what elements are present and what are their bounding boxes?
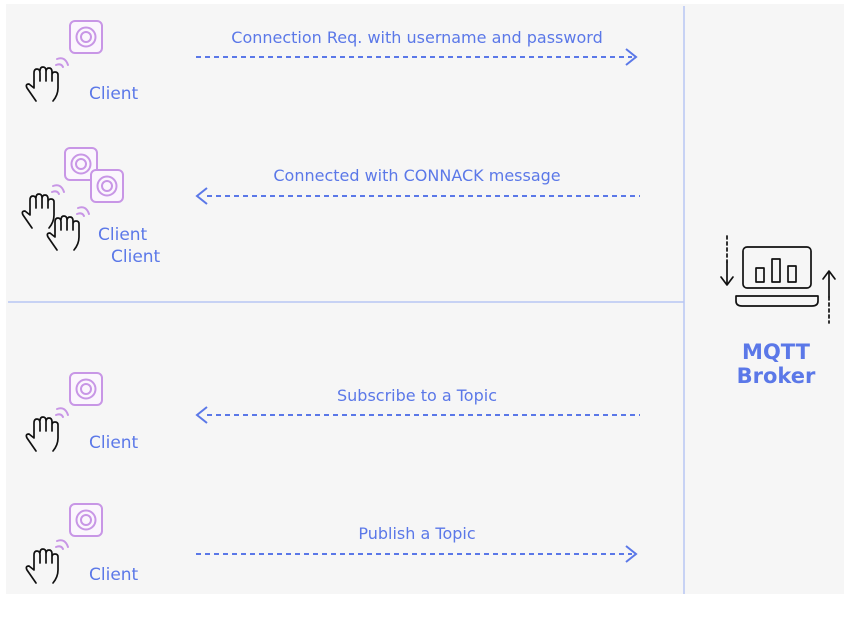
client-label: Client xyxy=(111,247,161,267)
client-device-icon xyxy=(69,372,103,406)
message-subscribe: Subscribe to a Topic xyxy=(337,386,497,405)
broker-laptop-icon xyxy=(720,235,836,324)
broker-label: MQTT Broker xyxy=(720,340,832,388)
arrow-publish xyxy=(196,545,638,563)
message-connack: Connected with CONNACK message xyxy=(273,166,561,185)
message-publish: Publish a Topic xyxy=(358,524,476,543)
diagram-panel xyxy=(6,4,844,594)
message-connection-request: Connection Req. with username and passwo… xyxy=(231,28,603,47)
client-label: Client xyxy=(89,433,139,453)
arrow-connack xyxy=(195,187,640,205)
client-device-icon xyxy=(90,169,124,203)
client-device-icon xyxy=(69,20,103,54)
client-label: Client xyxy=(89,84,139,104)
client-label: Client xyxy=(89,565,139,585)
broker-label-line1: MQTT xyxy=(742,340,810,364)
arrow-subscribe xyxy=(195,406,640,424)
broker-label-line2: Broker xyxy=(736,364,816,388)
arrow-connection-request xyxy=(196,48,638,66)
client-device-icon xyxy=(69,503,103,537)
client-label: Client xyxy=(98,225,148,245)
